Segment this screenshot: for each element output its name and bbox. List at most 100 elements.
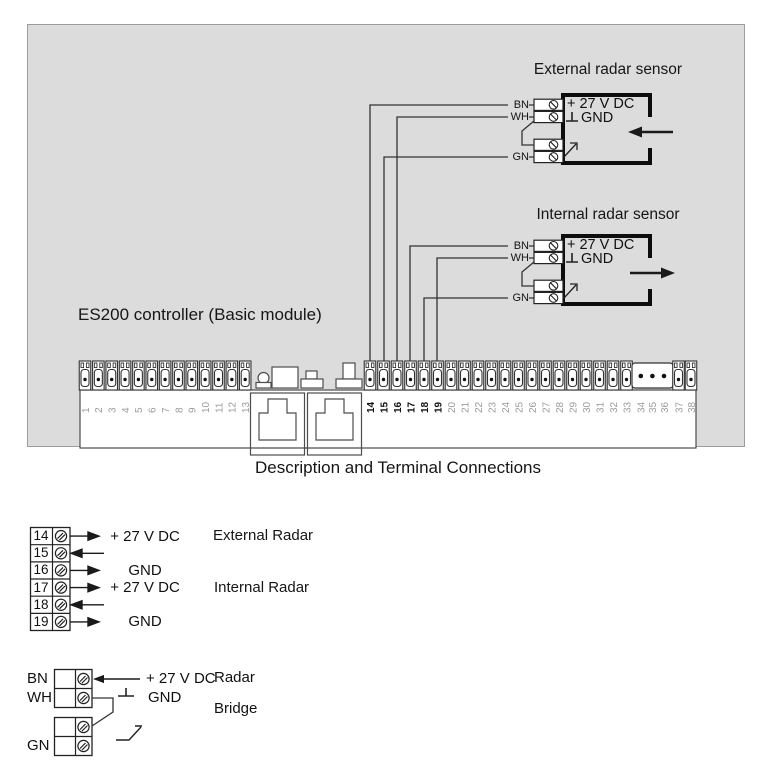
terminal-cell [552, 360, 566, 391]
sensor-outline [561, 234, 652, 306]
terminal-number: 9 [188, 407, 199, 413]
external-sensor-power-label: + 27 V DC [567, 96, 635, 112]
terminal-cell [238, 360, 252, 391]
terminal-cell [377, 360, 390, 391]
terminal-number: 22 [474, 401, 485, 413]
switch-contact-icon [563, 142, 578, 158]
terminal-number: 1 [81, 407, 92, 413]
terminal-cell [471, 360, 485, 391]
terminal-number: 2 [94, 407, 105, 413]
terminal-cell [431, 360, 444, 391]
controller-label: ES200 controller (Basic module) [78, 305, 322, 324]
terminal-number: 18 [420, 401, 431, 413]
legend-terminal-number: 15 [33, 545, 49, 561]
terminal-cell [525, 360, 539, 391]
terminal-cell [212, 360, 225, 391]
terminal-number: 8 [174, 407, 185, 413]
wire-legend-gn-label: GN [27, 736, 50, 754]
terminal-number: 35 [648, 401, 659, 413]
terminal-number: 3 [108, 407, 119, 413]
internal-wire-bn-label: BN [513, 239, 529, 252]
terminal-cell [458, 360, 471, 391]
wire-legend-radar-label: Radar [214, 668, 255, 686]
terminal-number: 15 [379, 401, 390, 413]
terminal-number: 31 [595, 401, 606, 413]
terminal-number: 28 [555, 401, 566, 413]
direction-arrow-out-icon [630, 267, 675, 279]
terminal-number: 23 [487, 401, 498, 413]
terminal-number: 14 [366, 401, 377, 413]
wire-legend-power-label: + 27 V DC [146, 670, 216, 687]
arrow-out-icon [70, 530, 102, 628]
button-stem [305, 370, 318, 380]
screw-icon [77, 672, 90, 753]
terminal-legend-graphic [29, 526, 104, 632]
terminal-cell [132, 360, 145, 391]
arrow-in-icon [68, 548, 104, 610]
legend-terminal-number: 14 [33, 528, 49, 544]
external-wire-bn-label: BN [513, 98, 529, 111]
sensor-outline [561, 93, 652, 165]
led-icon [257, 371, 270, 385]
terminal-number: 29 [568, 401, 579, 413]
terminal-number: 6 [148, 407, 159, 413]
wire-lines [369, 104, 534, 361]
terminal-strip [78, 360, 698, 391]
button2-stem [342, 362, 356, 380]
terminal-cell [363, 360, 377, 391]
wire-legend-bn-label: BN [27, 670, 48, 687]
terminal-cell [606, 360, 620, 391]
terminal-cell [404, 360, 417, 391]
legend-signal: GND [128, 613, 162, 631]
ground-icon [566, 253, 578, 263]
legend-group-external: External Radar [213, 527, 314, 544]
terminal-number: 20 [447, 401, 458, 413]
legend-terminal-number: 17 [33, 579, 49, 595]
terminal-number: 13 [241, 401, 252, 413]
terminal-cell [579, 360, 593, 391]
terminal-number: 37 [674, 401, 685, 413]
terminal-cell [198, 360, 212, 391]
arrow-in-icon [93, 674, 140, 684]
terminal-number: 5 [134, 407, 145, 413]
external-wire-gn-label: GN [512, 150, 530, 163]
terminal-cell [390, 360, 404, 391]
module-block [271, 366, 299, 389]
terminal-cell [684, 360, 698, 391]
terminal-cell [539, 360, 552, 391]
terminal-cell [444, 360, 458, 391]
bridge-wire [521, 120, 535, 146]
internal-radar-sensor [521, 234, 675, 306]
legend-signal: + 27 V DC [110, 579, 180, 596]
ground-icon [118, 688, 134, 697]
external-sensor-title: External radar sensor [533, 61, 683, 78]
legend-terminal-number: 19 [33, 613, 49, 629]
terminal-number: 25 [514, 401, 525, 413]
terminal-cell [672, 360, 685, 391]
terminal-number: 24 [501, 401, 512, 413]
terminal-cell [158, 360, 172, 391]
terminal-cell [172, 360, 185, 391]
terminal-cell [145, 360, 159, 391]
terminal-cell [417, 360, 431, 391]
terminal-number: 19 [433, 401, 444, 413]
internal-sensor-title: Internal radar sensor [536, 206, 680, 223]
wire-legend-graphic [53, 668, 142, 757]
internal-sensor-power-label: + 27 V DC [567, 237, 635, 253]
rj-jack-icon [249, 392, 363, 456]
terminal-cell [92, 360, 105, 391]
terminal-number: 36 [660, 401, 671, 413]
terminal-number: 21 [460, 401, 471, 413]
internal-wire-wh-label: WH [510, 251, 529, 264]
switch-contact-icon [563, 283, 578, 299]
terminal-cell [105, 360, 118, 391]
terminal-cell [485, 360, 498, 391]
terminal-number: 12 [228, 401, 239, 413]
led-base [255, 381, 272, 389]
switch-contact-icon [116, 725, 142, 741]
terminal-cell [185, 360, 199, 391]
wire-legend-wh-label: WH [27, 689, 52, 706]
